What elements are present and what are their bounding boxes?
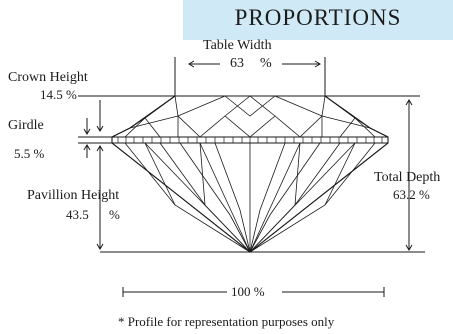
total-depth-label: Total Depth [374,170,441,185]
crown-facets [111,95,389,138]
pavilion-height-label: Pavillion Height [27,188,120,203]
pavilion-height-value: 43.5 [66,207,89,222]
table-width-unit: % [260,56,272,71]
girdle-value: 5.5 % [14,146,45,161]
footnote: * Profile for representation purposes on… [118,314,335,329]
pavilion-height-unit: % [109,207,120,222]
table-width-label: Table Width [203,38,272,53]
crown-height-label: Crown Height [8,70,88,85]
title-banner: PROPORTIONS [183,0,453,40]
total-depth-value: 63.2 % [393,187,430,202]
crown-height-value: 14.5 % [40,87,77,102]
girdle-segments [117,137,383,143]
page-title: PROPORTIONS [234,5,402,30]
girdle-label: Girdle [8,118,44,133]
diameter-value: 100 % [231,284,265,299]
pavilion-facets [111,142,389,253]
table-width-value: 63 [230,56,244,71]
